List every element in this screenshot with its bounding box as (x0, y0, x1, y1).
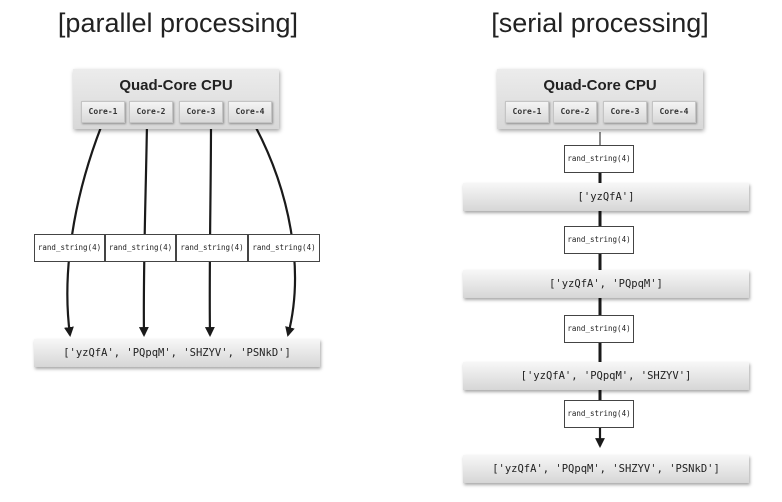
serial-cpu: Quad-Core CPU Core-1 Core-2 Core-3 Core-… (497, 69, 703, 129)
serial-heading: [serial processing] (491, 8, 709, 38)
cpu-title: Quad-Core CPU (543, 77, 657, 94)
serial-result-4: ['yzQfA', 'PQpqM', 'SHZYV', 'PSNkD'] (463, 455, 749, 483)
serial-call-3: rand_string(4) (564, 315, 634, 343)
core-4: Core-4 (652, 101, 696, 123)
serial-result-3: ['yzQfA', 'PQpqM', 'SHZYV'] (463, 362, 749, 390)
parallel-call-2: rand_string(4) (105, 234, 176, 262)
parallel-cpu: Quad-Core CPU Core-1 Core-2 Core-3 Core-… (73, 69, 279, 129)
core-1: Core-1 (81, 101, 125, 123)
core-1: Core-1 (505, 101, 549, 123)
core-3: Core-3 (603, 101, 647, 123)
parallel-call-4: rand_string(4) (248, 234, 320, 262)
parallel-call-1: rand_string(4) (34, 234, 105, 262)
core-4: Core-4 (228, 101, 272, 123)
serial-call-1: rand_string(4) (564, 145, 634, 173)
parallel-heading: [parallel processing] (57, 8, 299, 38)
serial-call-2: rand_string(4) (564, 226, 634, 254)
serial-result-1: ['yzQfA'] (463, 183, 749, 211)
arrow-core-2 (138, 121, 149, 337)
cpu-title: Quad-Core CPU (119, 77, 233, 94)
arrow-core-4 (252, 121, 297, 337)
parallel-call-3: rand_string(4) (176, 234, 248, 262)
core-2: Core-2 (129, 101, 173, 123)
serial-result-2: ['yzQfA', 'PQpqM'] (463, 270, 749, 298)
core-3: Core-3 (179, 101, 223, 123)
arrow-core-3 (204, 121, 215, 337)
serial-call-4: rand_string(4) (564, 400, 634, 428)
core-2: Core-2 (553, 101, 597, 123)
parallel-result: ['yzQfA', 'PQpqM', 'SHZYV', 'PSNkD'] (34, 339, 320, 367)
arrow-core-1 (64, 121, 105, 337)
